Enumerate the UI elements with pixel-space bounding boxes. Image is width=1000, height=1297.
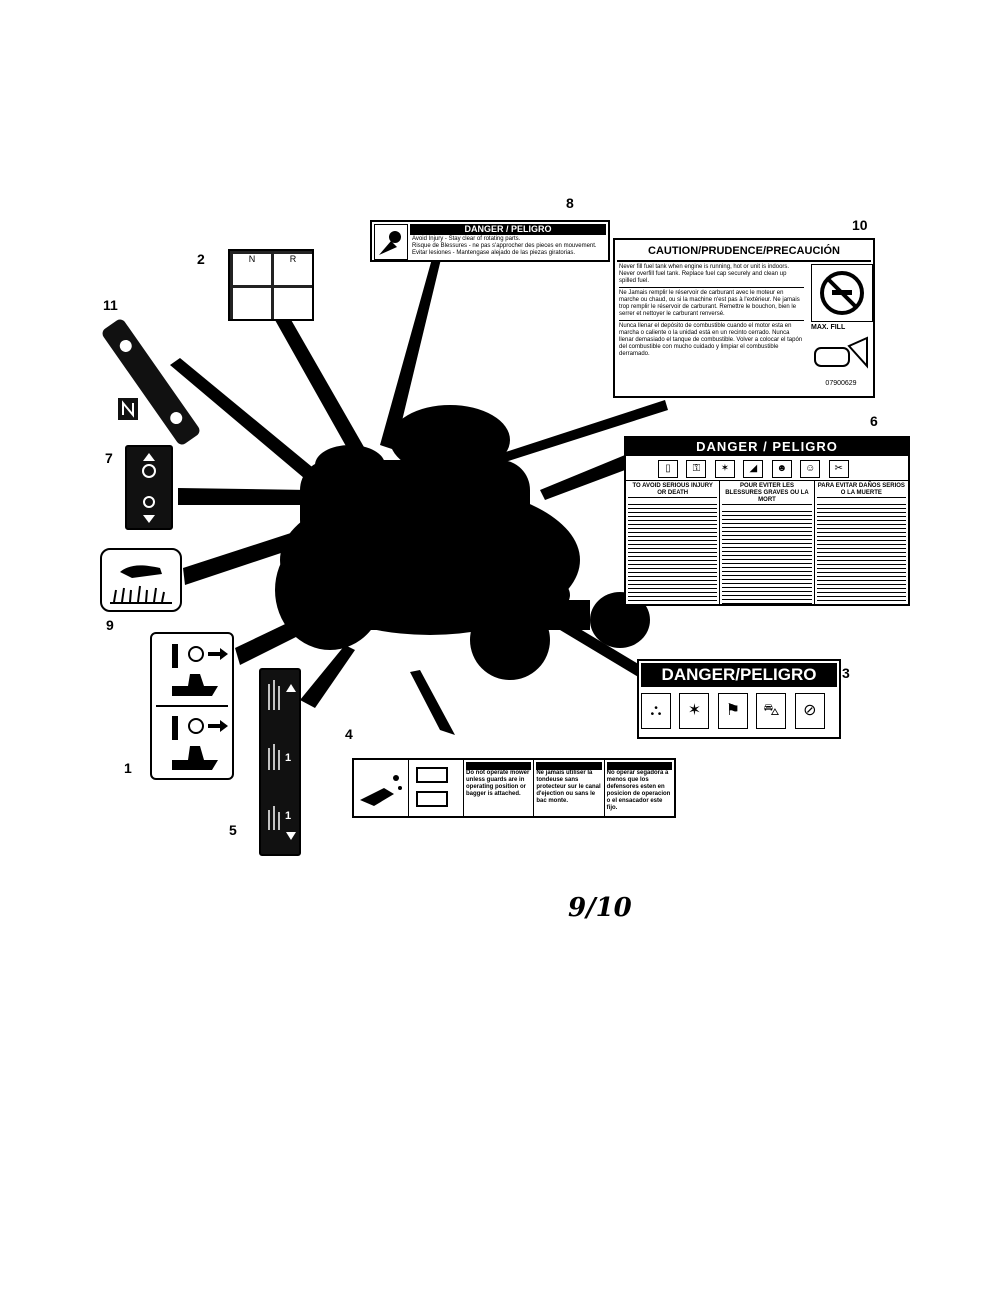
deflector-icon: [409, 760, 464, 816]
leader-2: [275, 318, 380, 480]
decal-10-text-fr: Ne Jamais remplir le réservoir de carbur…: [619, 288, 804, 321]
decal-8-line-es: Evitar lesiones - Mantengase alejado de …: [412, 250, 576, 256]
callout-3: 3: [842, 665, 850, 681]
pto-engage-icons: [156, 644, 228, 770]
leader-6: [540, 455, 625, 500]
callout-2: 2: [197, 251, 205, 267]
callout-4: 4: [345, 726, 353, 742]
callout-11: 11: [103, 297, 118, 313]
decal-3-header: DANGER/PELIGRO: [641, 663, 837, 687]
decal-2-shift-pattern: N R: [228, 249, 314, 321]
foot-blade-icon: ⛬: [641, 693, 671, 729]
decal-6-danger-safety: DANGER / PELIGRO ▯ ⚿ ✶ ◢ ☻ ☺ ✂ TO AVOID …: [624, 436, 910, 606]
manual-icon: ▯: [658, 460, 678, 478]
decal-5-label-1: 1: [285, 752, 292, 764]
page-number-label: 9/10: [568, 893, 632, 923]
decal-10-text-es: Nunca llenar el depósito de combustible …: [619, 323, 803, 357]
callout-9: 9: [106, 617, 114, 633]
no-riders-icon: ⛍: [756, 693, 787, 729]
thrown-object-icon: ✶: [714, 460, 735, 478]
decal-2-neutral: N: [233, 254, 271, 285]
rotating-hand-icon: [374, 224, 408, 260]
callout-8: 8: [566, 195, 574, 211]
throttle-icons: [142, 453, 156, 523]
right-arrow-icon: [274, 288, 312, 319]
fuel-tank-icon: [811, 336, 871, 372]
thrown-object-icon: ✶: [679, 693, 710, 729]
slope-icon: ◢: [743, 460, 764, 478]
lever-down-icon: [167, 409, 185, 427]
decal-1-blade-engage: [150, 632, 234, 780]
decal-6-col-en-title: TO AVOID SERIOUS INJURY OR DEATH: [628, 483, 718, 498]
decal-4-discharge-guard: Do not operate mower unless guards are i…: [352, 758, 676, 818]
keep-away-icon: ⚑: [717, 693, 748, 729]
no-smoking-icon: [811, 264, 873, 322]
decal-6-col-es-text: [816, 501, 906, 601]
decal-4-text-es: No operar segadora a menos que los defen…: [606, 770, 671, 811]
leader-7: [178, 488, 310, 505]
decal-6-col-es-title: PARA EVITAR DAÑOS SERIOS O LA MUERTE: [816, 483, 906, 498]
decal-8-line-en: Avoid Injury - Stay clear of rotating pa…: [412, 236, 521, 242]
decal-6-header: DANGER / PELIGRO: [626, 438, 908, 456]
decal-4-text-fr: Ne jamais utiliser la tondeuse sans prot…: [536, 770, 601, 804]
leader-9: [183, 530, 305, 585]
child-icon: ☻: [771, 460, 792, 478]
decal-5-cutting-height: 1 1: [259, 668, 301, 856]
decal-9-hand-blade: [100, 548, 182, 612]
callout-10: 10: [852, 217, 868, 233]
callout-1: 1: [124, 760, 132, 776]
decal-10-part-number: 07900629: [825, 380, 857, 387]
decal-6-col-fr-text: [722, 508, 812, 604]
decal-6-symbol-row: ▯ ⚿ ✶ ◢ ☻ ☺ ✂: [656, 458, 878, 478]
bystander-icon: ☺: [800, 460, 821, 478]
callout-7: 7: [105, 450, 113, 466]
thrown-object-foot-icon: [354, 760, 409, 816]
decal-6-col-en-text: [628, 501, 718, 601]
decal-8-danger-rotating-parts: DANGER / PELIGRO Avoid Injury - Stay cle…: [370, 220, 610, 262]
no-children-icon: ⊘: [794, 693, 825, 729]
leader-10: [475, 400, 668, 470]
callout-5: 5: [229, 822, 237, 838]
leader-5: [300, 645, 355, 708]
leader-3: [560, 620, 640, 678]
decal-4-text-en: Do not operate mower unless guards are i…: [466, 770, 530, 797]
leader-4: [410, 670, 455, 735]
decal-5-label-2: 1: [285, 810, 292, 822]
decal-10-text-en: Never fill fuel tank when engine is runn…: [619, 264, 804, 288]
decal-6-col-fr-title: POUR EVITER LES BLESSURES GRAVES OU LA M…: [722, 483, 812, 505]
decal-11-small-label: [118, 398, 138, 420]
key-icon: ⚿: [686, 460, 707, 478]
decal-8-header: DANGER / PELIGRO: [410, 224, 606, 235]
leader-11: [170, 358, 340, 500]
decal-7-throttle: [125, 445, 173, 530]
decal-10-max-fill: MAX. FILL: [811, 324, 846, 331]
callout-6: 6: [870, 413, 878, 429]
decal-10-caution-fuel: CAUTION/PRUDENCE/PRECAUCIÓN Never fill f…: [613, 238, 875, 398]
lever-up-icon: [117, 337, 135, 355]
hand-over-grass-icon: [110, 565, 172, 604]
leader-8: [380, 230, 448, 450]
cut-height-icons: [268, 680, 296, 840]
decal-10-header: CAUTION/PRUDENCE/PRECAUCIÓN: [617, 242, 871, 262]
decal-3-danger-pictograms: DANGER/PELIGRO ⛬ ✶ ⚑ ⛍ ⊘: [637, 659, 841, 739]
decal-8-line-fr: Risque de Blessures - ne pas s'approcher…: [412, 243, 597, 249]
left-arrow-icon: [233, 288, 271, 319]
blade-icon: ✂: [828, 460, 849, 478]
decal-2-reverse: R: [274, 254, 312, 285]
